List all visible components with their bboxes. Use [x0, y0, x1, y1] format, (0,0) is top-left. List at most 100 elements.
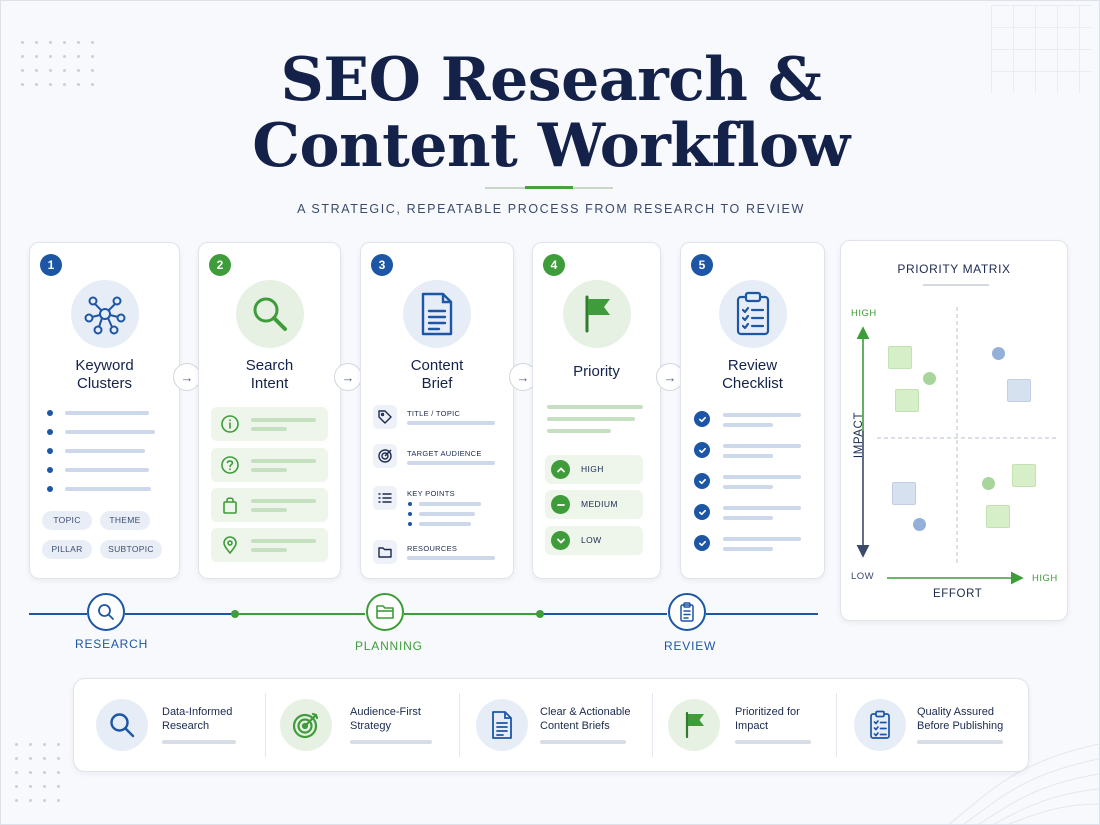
placeholder-line	[723, 413, 801, 417]
placeholder-line	[419, 502, 481, 506]
benefit-item: Clear & Actionable Content Briefs	[460, 679, 652, 773]
matrix-item	[982, 477, 995, 490]
step-card-search-intent: 2 Search Intent	[198, 242, 341, 579]
step-number-badge: 3	[371, 254, 393, 276]
benefit-label: Data-Informed Research	[162, 706, 233, 732]
matrix-item	[1007, 379, 1031, 402]
step-number-badge: 2	[209, 254, 231, 276]
matrix-item	[986, 505, 1010, 528]
placeholder-line	[65, 468, 149, 472]
placeholder-line	[547, 405, 643, 409]
grid-decoration	[991, 5, 1091, 93]
check-circle-icon	[694, 411, 710, 427]
keyword-tag: SUBTOPIC	[100, 540, 162, 559]
document-icon	[403, 280, 471, 348]
placeholder-line	[251, 548, 287, 552]
placeholder-line	[65, 411, 149, 415]
placeholder-line	[65, 430, 155, 434]
priority-level-label: LOW	[581, 535, 602, 545]
benefit-label: Prioritized for Impact	[735, 706, 800, 732]
intent-row	[211, 528, 328, 562]
magnifier-icon	[235, 280, 304, 348]
placeholder-line	[723, 547, 773, 551]
timeline-phase-label: PLANNING	[355, 639, 423, 653]
brief-field-label: TITLE / TOPIC	[407, 409, 461, 418]
step-title: Keyword Clusters	[75, 357, 134, 392]
x-axis-title: EFFORT	[933, 588, 983, 600]
chevron-up-icon	[551, 460, 570, 479]
title-divider	[485, 186, 613, 189]
timeline-phase-label: RESEARCH	[75, 637, 149, 651]
step-title: Review Checklist	[722, 357, 783, 392]
matrix-item	[923, 372, 936, 385]
benefit-label: Quality Assured Before Publishing	[917, 706, 1004, 732]
timeline-track	[125, 613, 235, 615]
y-axis-high-label: HIGH	[851, 308, 877, 319]
x-axis-high-label: HIGH	[1032, 573, 1058, 584]
timeline-phase-label: REVIEW	[664, 639, 717, 653]
placeholder-line	[251, 468, 287, 472]
timeline-node-research	[87, 593, 125, 631]
placeholder-line	[251, 459, 316, 463]
dot-grid-decoration	[15, 743, 60, 802]
timeline-track	[235, 613, 365, 615]
benefit-item: Data-Informed Research	[74, 679, 264, 773]
timeline-dot	[536, 610, 544, 618]
matrix-title-divider	[923, 284, 989, 286]
benefit-item: Audience-First Strategy	[266, 679, 458, 773]
tag-icon	[373, 405, 397, 429]
divider	[459, 693, 460, 757]
arrow-right-icon: →	[656, 363, 684, 391]
dot-grid-decoration	[21, 41, 94, 86]
check-circle-icon	[694, 504, 710, 520]
placeholder-line	[723, 537, 801, 541]
folder-icon	[376, 605, 394, 619]
matrix-item	[1012, 464, 1036, 487]
question-icon	[221, 456, 239, 474]
timeline-node-review	[668, 593, 706, 631]
target-icon	[280, 699, 332, 751]
placeholder-line	[917, 740, 1003, 744]
timeline-node-planning	[366, 593, 404, 631]
priority-level-low: LOW	[545, 526, 643, 555]
placeholder-line	[723, 454, 773, 458]
benefit-label: Audience-First Strategy	[350, 706, 421, 732]
timeline-dot	[231, 610, 239, 618]
info-icon	[221, 415, 239, 433]
matrix-item	[888, 346, 912, 369]
placeholder-line	[723, 475, 801, 479]
priority-level-label: MEDIUM	[581, 499, 618, 509]
placeholder-line	[723, 506, 801, 510]
document-icon	[476, 699, 528, 751]
check-circle-icon	[694, 535, 710, 551]
shopping-bag-icon	[223, 497, 237, 514]
placeholder-line	[251, 427, 287, 431]
arrow-right-icon: →	[334, 363, 362, 391]
location-pin-icon	[223, 536, 237, 555]
timeline-track	[540, 613, 667, 615]
list-bullet	[47, 486, 53, 492]
target-icon	[373, 444, 397, 468]
placeholder-line	[251, 418, 316, 422]
placeholder-line	[407, 421, 495, 425]
list-bullet	[47, 467, 53, 473]
step-title: Content Brief	[410, 357, 464, 392]
timeline-track	[404, 613, 540, 615]
placeholder-line	[547, 429, 611, 433]
brief-field-label: KEY POINTS	[407, 489, 455, 498]
matrix-item	[895, 389, 919, 412]
matrix-item	[913, 518, 926, 531]
x-axis-low-label: LOW	[851, 571, 875, 582]
step-card-priority: 4 Priority HIGH MEDIUM LOW	[532, 242, 661, 579]
page-subtitle: A STRATEGIC, REPEATABLE PROCESS FROM RES…	[297, 202, 805, 216]
list-bullet	[408, 502, 412, 506]
step-number-badge: 5	[691, 254, 713, 276]
divider	[836, 693, 837, 757]
magnifier-icon	[96, 699, 148, 751]
list-bullet	[47, 429, 53, 435]
placeholder-line	[251, 539, 316, 543]
intent-row	[211, 407, 328, 441]
chevron-down-icon	[551, 531, 570, 550]
priority-level-label: HIGH	[581, 464, 604, 474]
